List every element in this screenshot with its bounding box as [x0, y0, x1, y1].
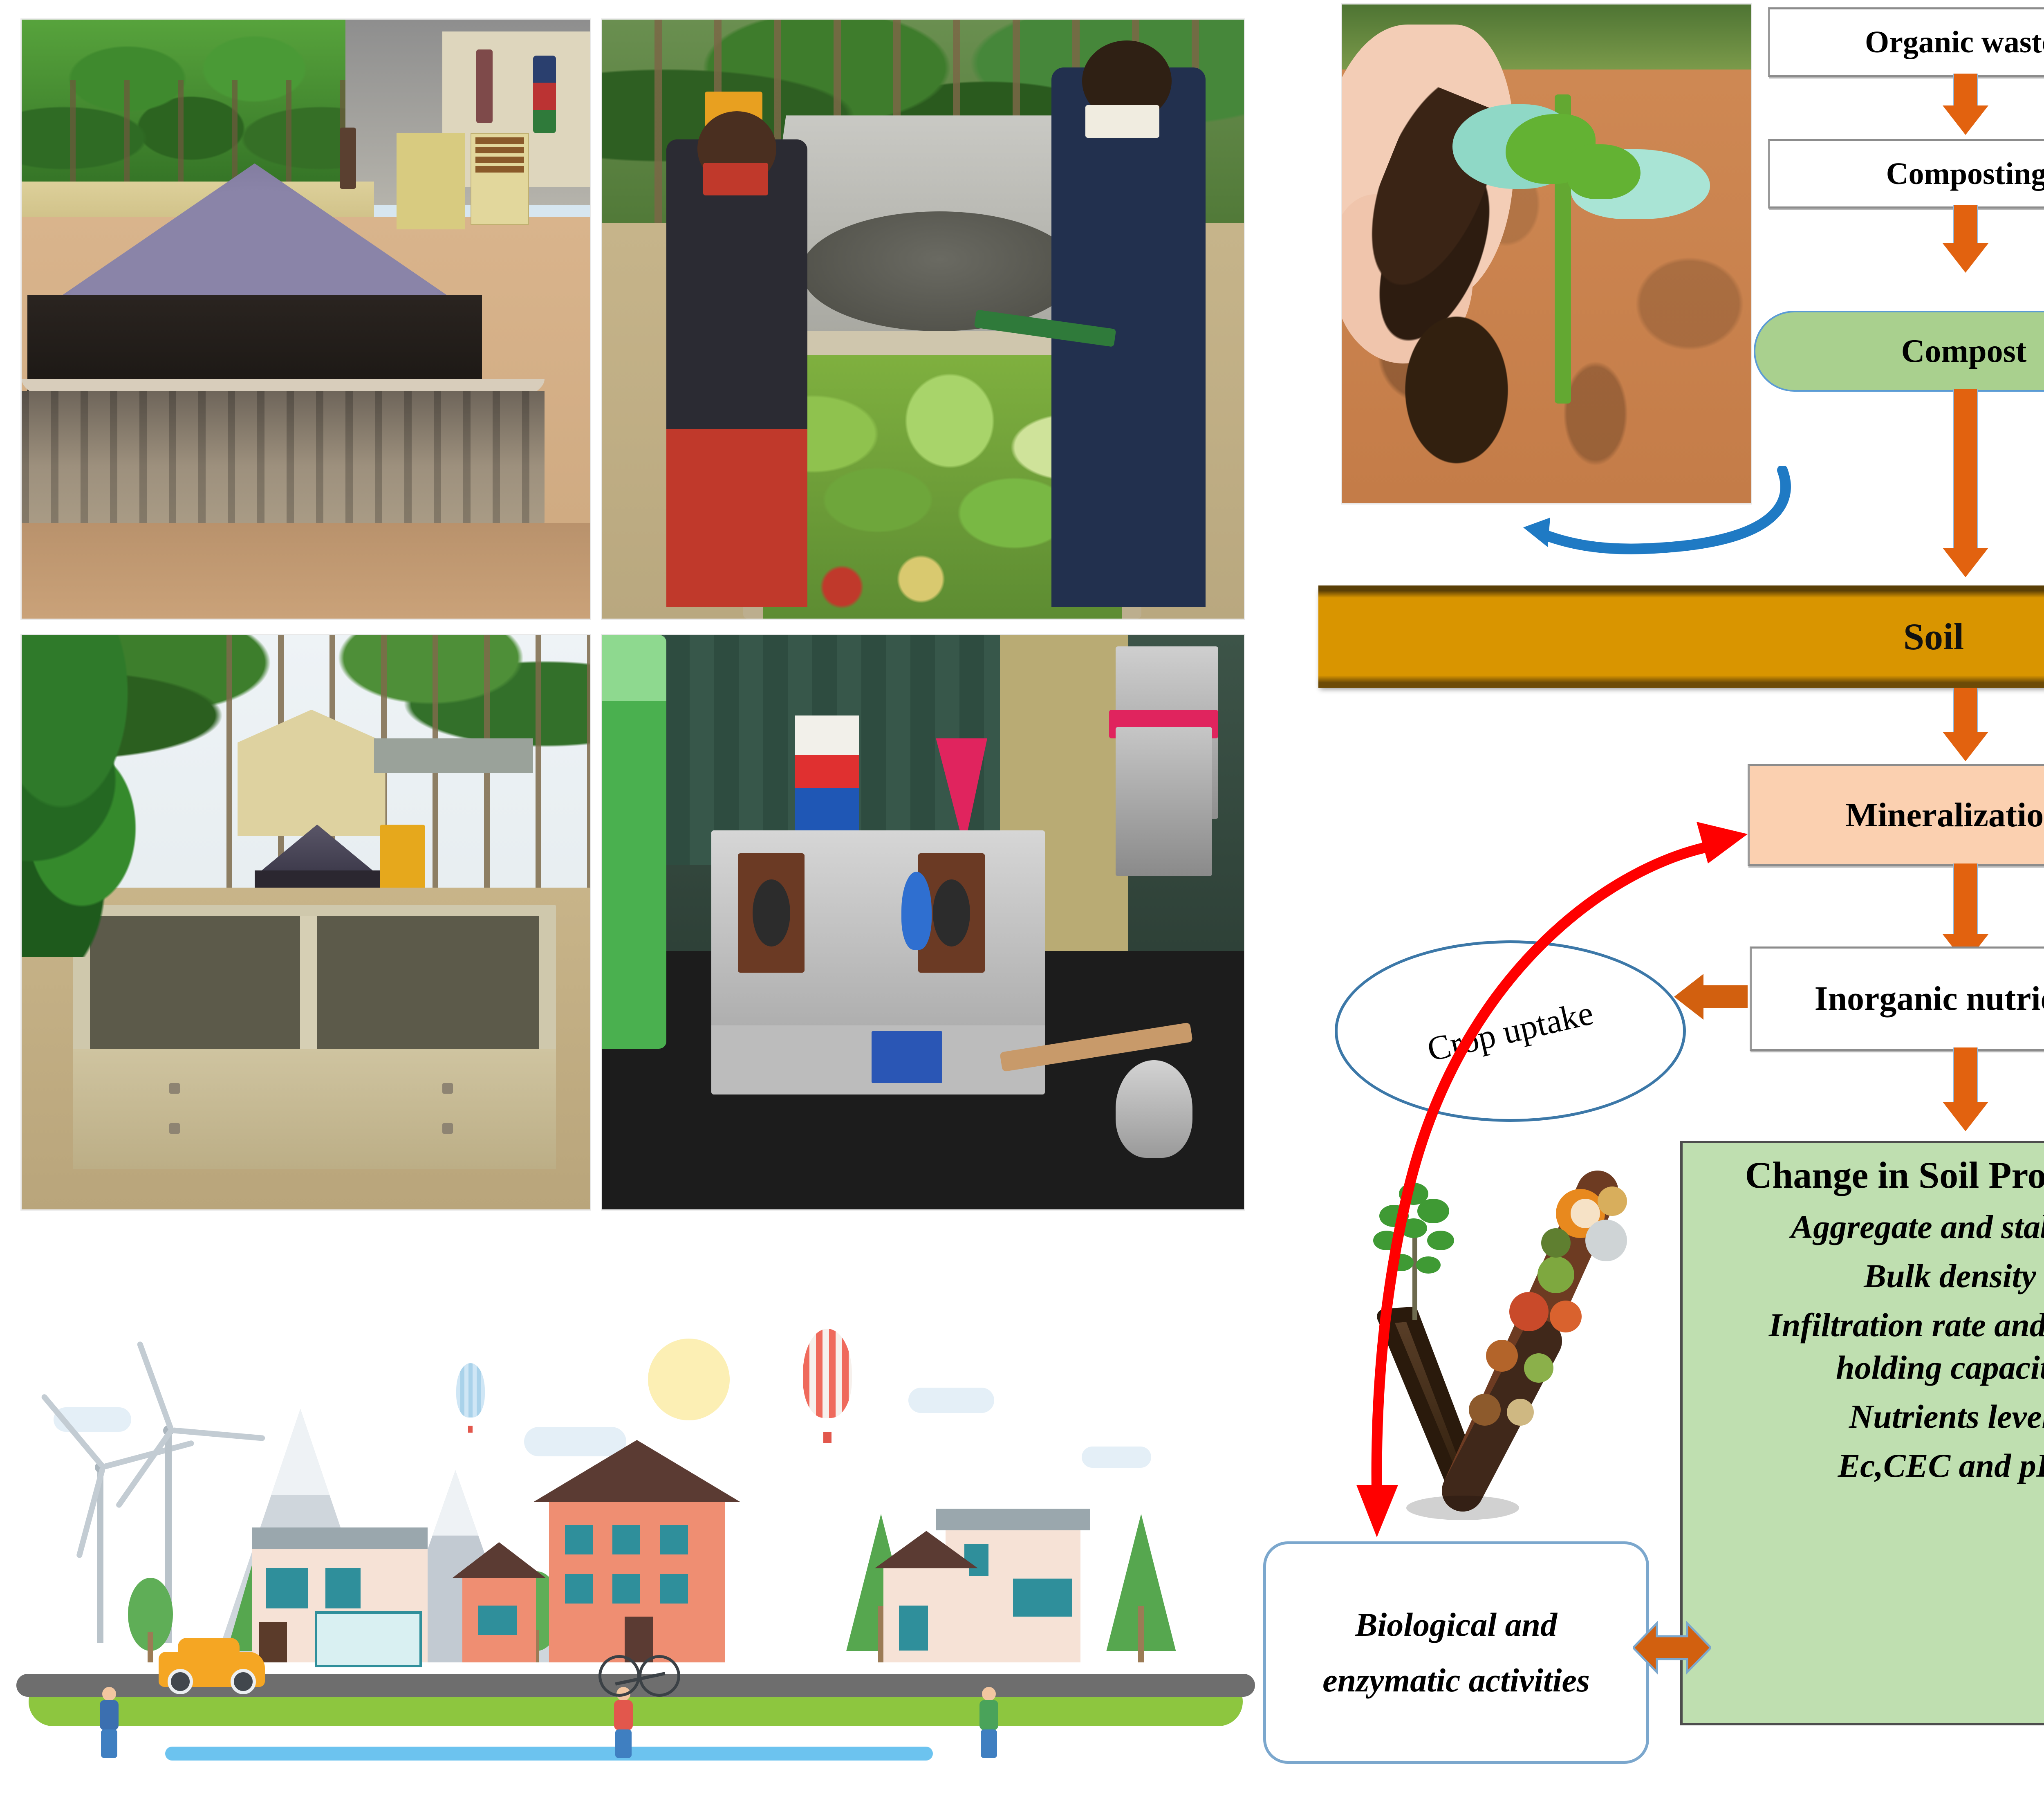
- photo-vermibeds: [20, 634, 591, 1211]
- node-biological-enzymatic-line2: enzymatic activities: [1322, 1662, 1590, 1699]
- node-organic-wastes-label: Organic wastes: [1865, 25, 2044, 59]
- node-soil-label: Soil: [1903, 616, 1964, 657]
- node-inorganic-nutrients: Inorganic nutrients: [1750, 946, 2044, 1051]
- arrow-compost-to-field-photo: [1513, 465, 1799, 572]
- node-soil-properties: Change in Soil Properties Aggregate and …: [1680, 1141, 2044, 1725]
- node-compost-label: Compost: [1901, 333, 2027, 369]
- soil-properties-item: Infiltration rate and water: [1768, 1306, 2044, 1343]
- node-mineralization-label: Mineralization: [1845, 796, 2044, 834]
- photo-waste-feeding: [601, 18, 1245, 620]
- arrow-mineralization-to-inorganic: [1953, 863, 1978, 935]
- arrow-compost-to-soil: [1953, 389, 1978, 549]
- node-organic-wastes: Organic wastes: [1768, 7, 2044, 77]
- soil-properties-item: Ec,CEC and pH: [1838, 1447, 2044, 1484]
- node-compost: Compost: [1754, 311, 2044, 392]
- illustration-eco-town: [16, 1280, 1255, 1770]
- arrow-inorganic-to-soil-properties: [1953, 1047, 1978, 1103]
- node-composting: Composting: [1768, 139, 2044, 209]
- photo-biogas-stove: [601, 634, 1245, 1211]
- photo-hand-compost: [1341, 3, 1752, 505]
- arrow-organic-wastes-to-composting: [1953, 74, 1978, 106]
- soil-properties-item: Bulk density: [1864, 1257, 2036, 1294]
- node-soil: Soil: [1318, 585, 2044, 688]
- node-mineralization: Mineralization: [1748, 764, 2044, 866]
- soil-properties-item: holding capacity: [1836, 1348, 2044, 1386]
- arrow-biological-to-soil-properties: [1632, 1607, 1712, 1689]
- node-biological-enzymatic: Biological and enzymatic activities: [1263, 1541, 1649, 1764]
- soil-properties-item: Aggregate and stability: [1791, 1208, 2044, 1245]
- arrow-inorganic-to-crop-uptake: [1703, 985, 1748, 1008]
- photo-biogas-digester: [20, 18, 591, 620]
- soil-properties-title: Change in Soil Properties: [1745, 1154, 2044, 1196]
- node-biological-enzymatic-line1: Biological and: [1355, 1606, 1558, 1643]
- hot-air-balloon-icon: [456, 1363, 485, 1433]
- sun-icon: [648, 1339, 730, 1420]
- node-inorganic-nutrients-label: Inorganic nutrients: [1814, 980, 2044, 1018]
- arrow-soil-to-mineralization: [1953, 688, 1978, 733]
- node-composting-label: Composting: [1886, 156, 2044, 191]
- arrow-composting-to-compost: [1953, 205, 1978, 244]
- car-icon: [159, 1638, 265, 1694]
- arrow-biological-to-mineralization: [1275, 801, 1766, 1558]
- soil-properties-item: Nutrients level: [1849, 1397, 2044, 1435]
- hot-air-balloon-icon: [803, 1329, 852, 1443]
